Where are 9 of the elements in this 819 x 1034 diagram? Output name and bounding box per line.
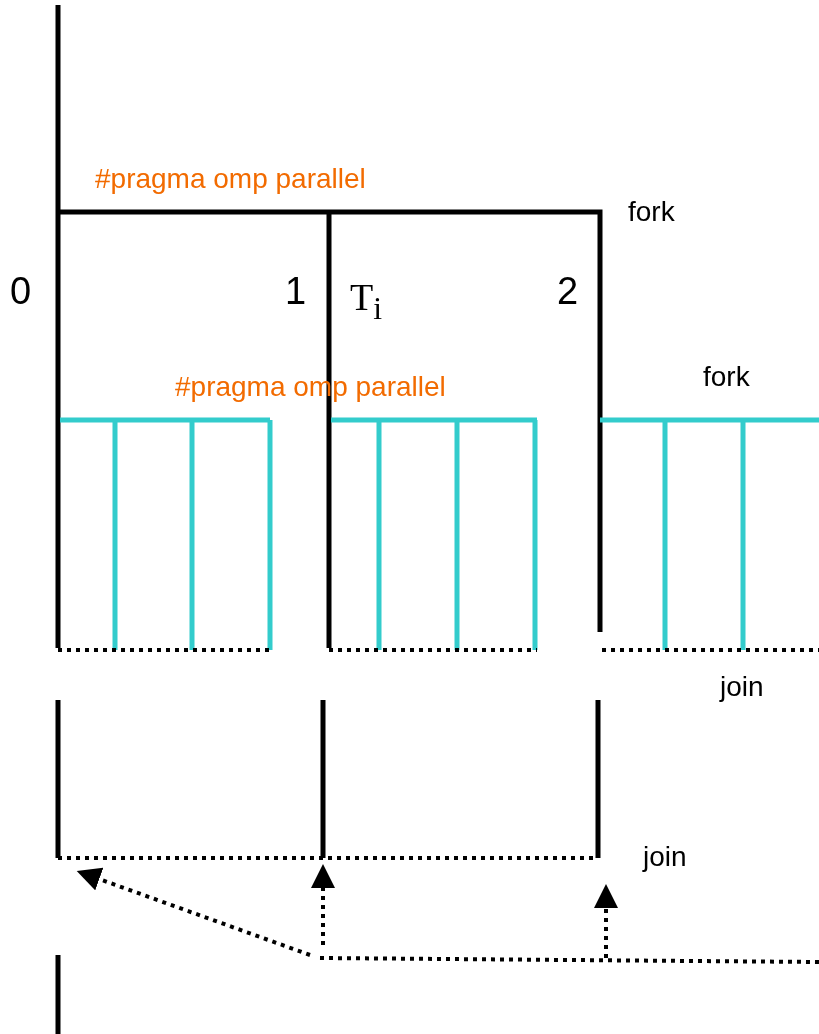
thread-number: 1	[285, 272, 307, 310]
thread-number: 2	[557, 272, 579, 310]
fork-label: fork	[703, 363, 750, 391]
join-label: join	[720, 673, 764, 701]
directive-label: #pragma omp parallel	[95, 165, 366, 193]
thread-number: 0	[10, 272, 32, 310]
fork-label: fork	[628, 198, 675, 226]
join-label: join	[643, 843, 687, 871]
thread-label: T$_{i}$	[350, 278, 382, 325]
